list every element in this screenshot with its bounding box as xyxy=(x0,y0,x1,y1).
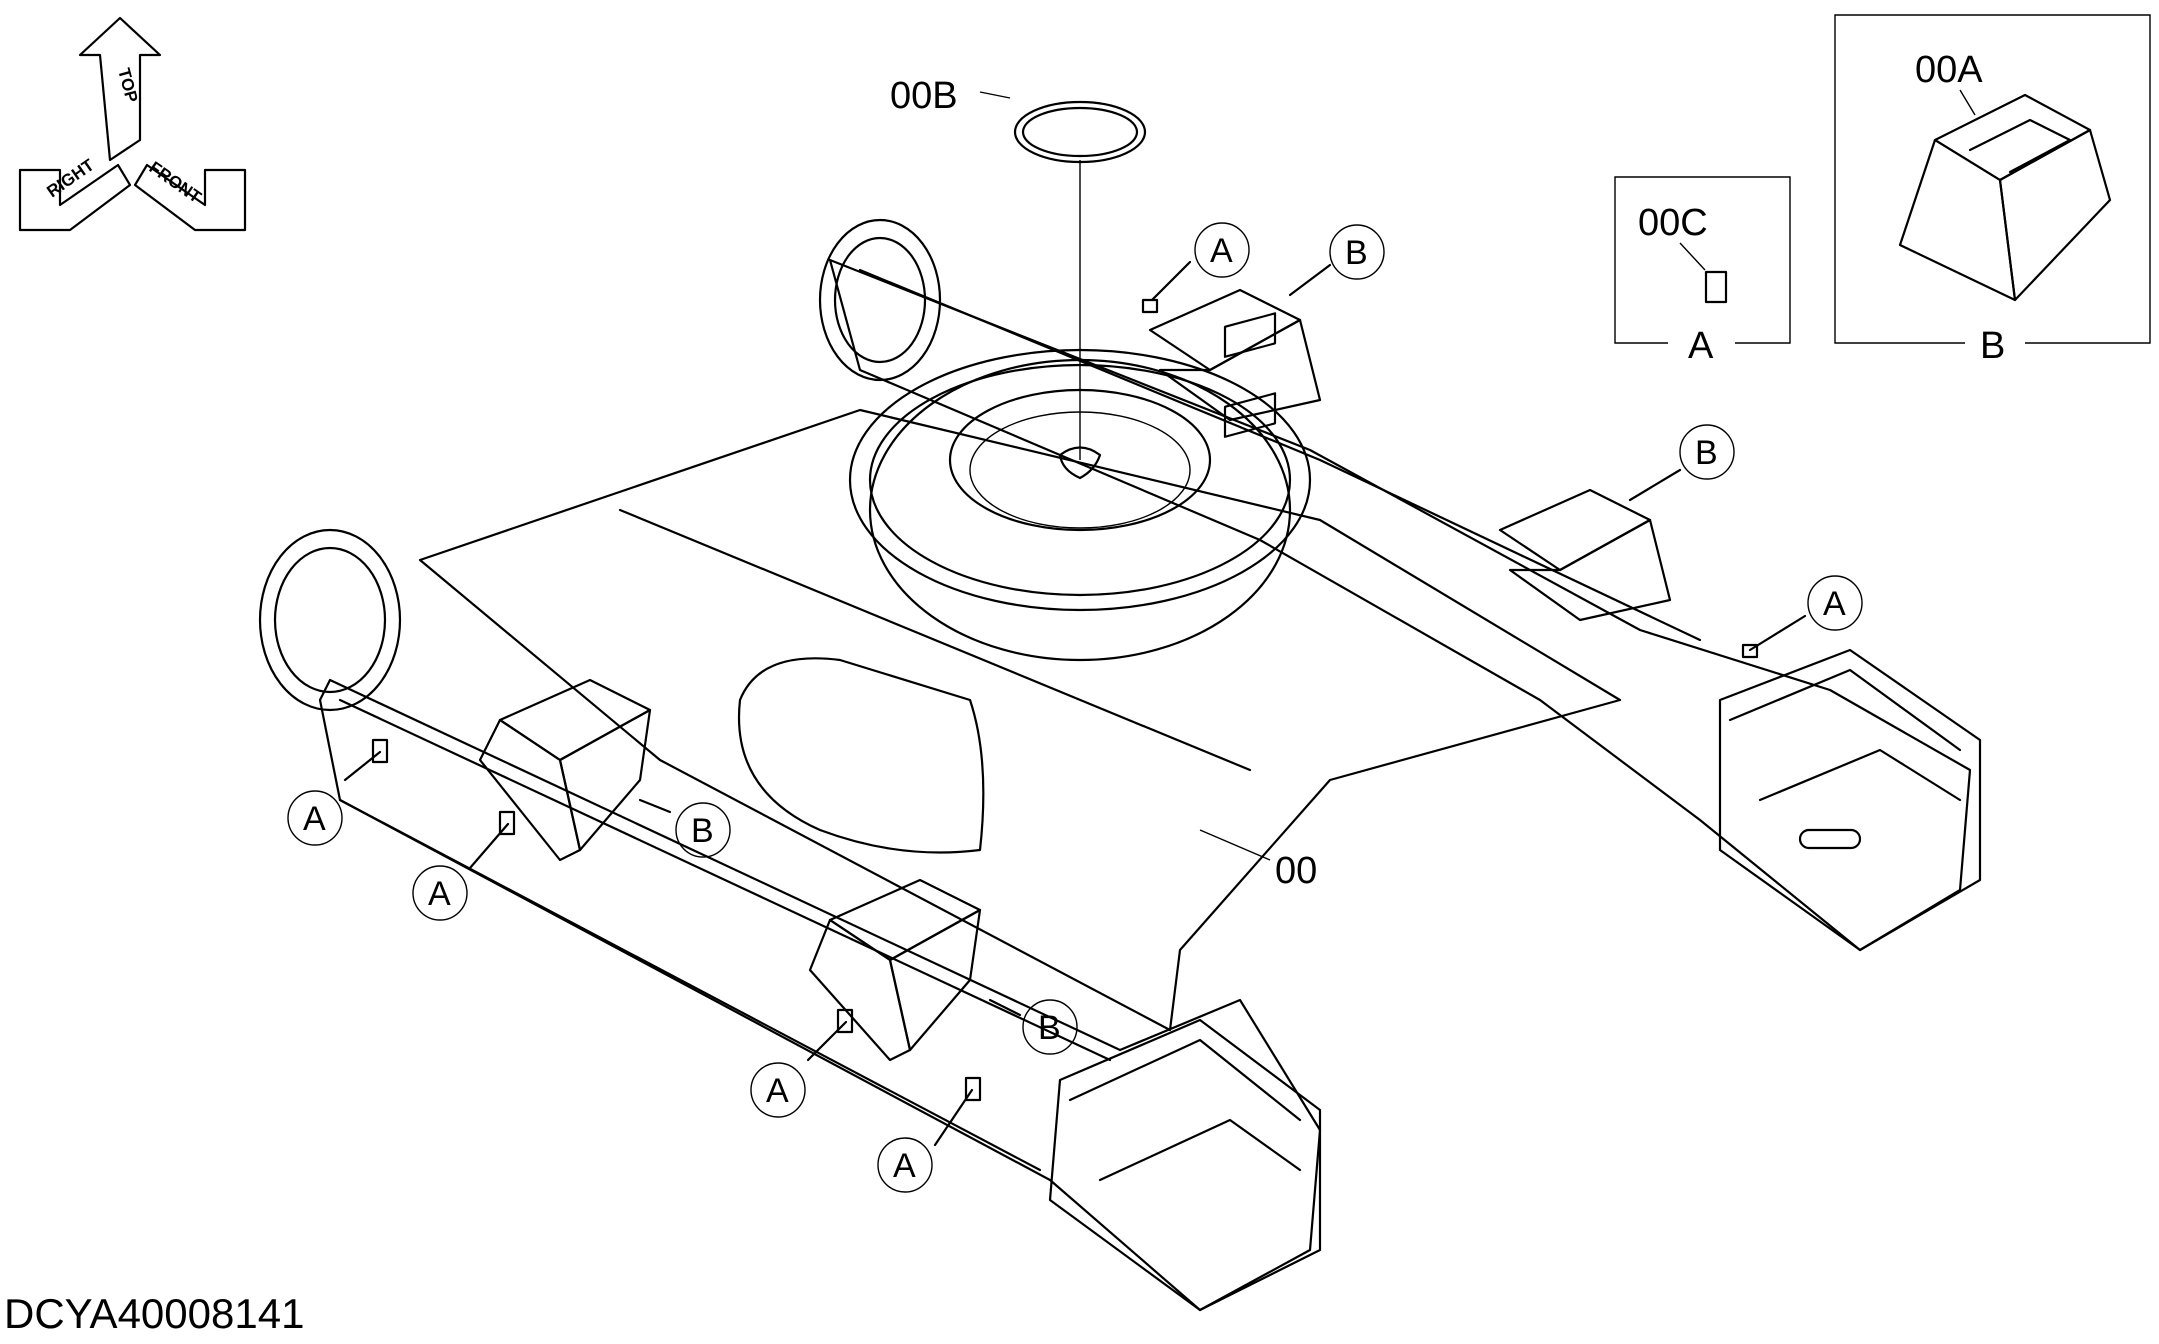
orientation-indicator: TOP RIGHT FRONT xyxy=(18,16,247,232)
track-frame xyxy=(258,218,1982,1312)
pad-rear-1 xyxy=(1148,288,1322,422)
callout-b-2: B xyxy=(1022,999,1078,1055)
callout-a-3: A xyxy=(750,1062,806,1118)
part-label-block: 00C xyxy=(1638,202,1708,244)
svg-text:A: A xyxy=(1210,232,1233,270)
view-label-b: B xyxy=(1980,325,2005,367)
svg-text:B: B xyxy=(1695,434,1718,472)
leader-lines xyxy=(343,91,1807,1147)
callout-b-3: B xyxy=(1329,224,1385,280)
callout-a-1: A xyxy=(287,790,343,846)
part-label-ring: 00B xyxy=(890,75,958,117)
view-label-a: A xyxy=(1688,325,1714,367)
callout-b-1: B xyxy=(675,802,731,858)
part-label-frame: 00 xyxy=(1275,850,1317,892)
ring-00b xyxy=(1013,100,1147,164)
blocks xyxy=(371,298,1759,1102)
svg-text:B: B xyxy=(1345,234,1368,272)
svg-text:A: A xyxy=(428,875,451,913)
svg-text:A: A xyxy=(893,1147,916,1185)
part-label-pad: 00A xyxy=(1915,49,1983,91)
svg-text:A: A xyxy=(303,800,326,838)
orientation-top-label: TOP xyxy=(114,66,141,104)
track-pads xyxy=(478,288,1672,1062)
svg-text:A: A xyxy=(766,1072,789,1110)
callout-a-5: A xyxy=(1194,222,1250,278)
callout-a-2: A xyxy=(412,865,468,921)
detail-view-b: 00A B xyxy=(1834,14,2151,367)
svg-text:B: B xyxy=(1038,1009,1061,1047)
svg-text:A: A xyxy=(1823,585,1846,623)
drawing-id: DCYA40008141 xyxy=(4,1290,305,1337)
pad-front-2 xyxy=(808,878,982,1062)
pad-rear-2 xyxy=(1498,488,1672,622)
detail-view-a: 00C A xyxy=(1614,176,1791,367)
svg-text:B: B xyxy=(691,812,714,850)
pad-front-1 xyxy=(478,678,652,862)
callout-a-6: A xyxy=(1807,575,1863,631)
orientation-right-label: RIGHT xyxy=(43,155,98,201)
callout-b-4: B xyxy=(1679,424,1735,480)
callout-a-4: A xyxy=(877,1137,933,1193)
